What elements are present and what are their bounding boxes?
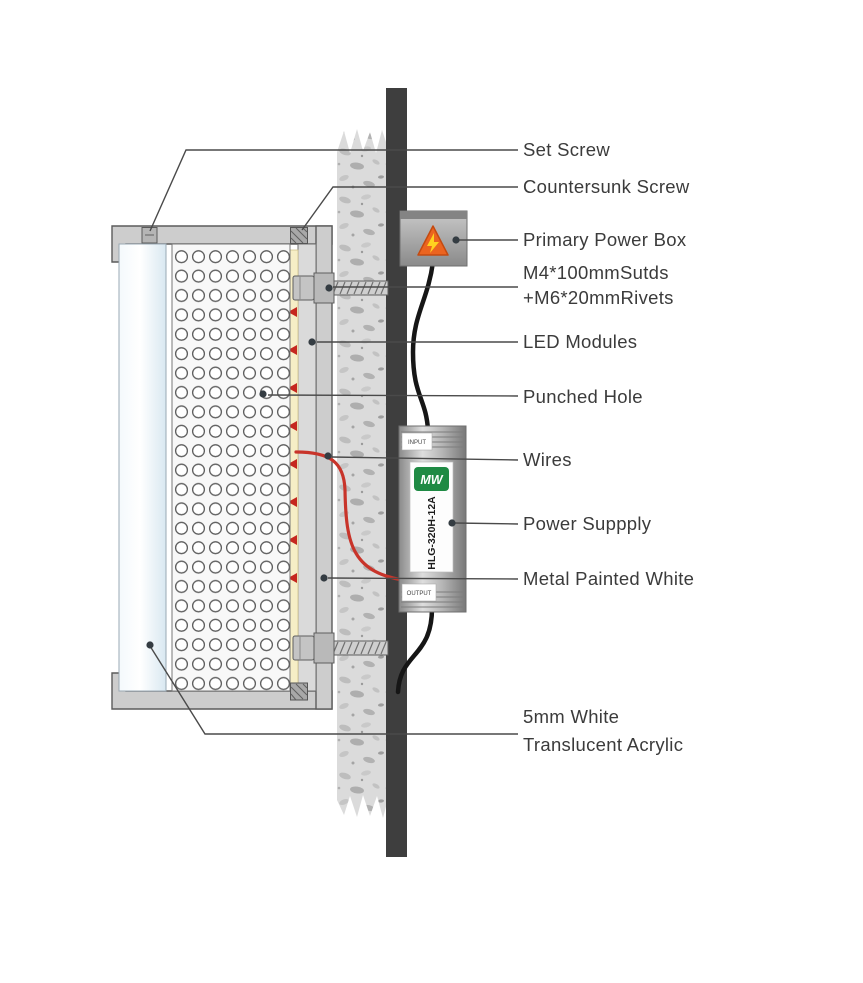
stud-bolt-bottom bbox=[292, 632, 389, 664]
leader-wires bbox=[331, 456, 519, 461]
leader-dot-studs bbox=[325, 284, 333, 292]
wire-black-output bbox=[395, 605, 435, 695]
label-led-modules: LED Modules bbox=[523, 331, 637, 352]
metal-back-panel bbox=[297, 243, 317, 692]
label-wires: Wires bbox=[523, 449, 572, 470]
brand-logo-text: MW bbox=[420, 473, 443, 487]
leader-dot-primary-power-box bbox=[452, 236, 460, 244]
countersunk-screw-top bbox=[290, 227, 308, 244]
stud-bolt-top bbox=[292, 272, 389, 304]
callout-labels: Set Screw Countersunk Screw Primary Powe… bbox=[523, 139, 694, 755]
label-acrylic-line2: Translucent Acrylic bbox=[523, 734, 683, 755]
leader-set-screw bbox=[149, 149, 518, 232]
countersunk-screw-bottom bbox=[290, 682, 308, 701]
leader-countersunk-screw bbox=[301, 186, 518, 231]
set-screw bbox=[141, 227, 158, 244]
psu-model-label: HLG-320H-12A bbox=[426, 496, 438, 570]
psu-output-label: OUTPUT bbox=[407, 591, 432, 597]
leader-metal-painted-white bbox=[327, 577, 519, 580]
punched-hole-panel bbox=[171, 243, 291, 692]
leader-dot-metal-painted-white bbox=[320, 574, 328, 582]
psu-output-tab bbox=[401, 583, 437, 602]
leader-dot-power-supply bbox=[448, 519, 456, 527]
acrylic-panel bbox=[118, 243, 167, 692]
leader-acrylic bbox=[149, 645, 518, 735]
wall-edge-panel bbox=[386, 88, 407, 857]
label-metal-painted-white: Metal Painted White bbox=[523, 568, 694, 589]
label-countersunk-screw: Countersunk Screw bbox=[523, 176, 690, 197]
leader-power-supply bbox=[454, 522, 519, 525]
label-studs-line2: +M6*20mmRivets bbox=[523, 287, 674, 308]
wall-section bbox=[337, 129, 388, 818]
wire-black-input bbox=[410, 259, 436, 433]
label-power-supply: Power Suppply bbox=[523, 513, 652, 534]
leader-dot-acrylic bbox=[146, 641, 154, 649]
leader-dot-wires bbox=[324, 452, 332, 460]
led-modules bbox=[288, 307, 297, 583]
leader-dot-punched-hole bbox=[259, 390, 267, 398]
psu-input-tab bbox=[401, 432, 433, 451]
leader-dot-led-modules bbox=[308, 338, 316, 346]
label-set-screw: Set Screw bbox=[523, 139, 610, 160]
label-primary-power-box: Primary Power Box bbox=[523, 229, 687, 250]
primary-power-box bbox=[399, 210, 468, 267]
power-supply-unit: MW HLG-320H-12A INPUT OUTPUT bbox=[398, 425, 467, 613]
leader-punched-hole bbox=[267, 394, 519, 397]
psu-input-label: INPUT bbox=[408, 440, 426, 446]
label-acrylic-line1: 5mm White bbox=[523, 706, 619, 727]
brand-logo bbox=[414, 467, 449, 491]
label-studs-line1: M4*100mmSutds bbox=[523, 262, 669, 283]
leader-lines bbox=[146, 149, 519, 735]
lightning-bolt-icon bbox=[427, 233, 439, 253]
label-punched-hole: Punched Hole bbox=[523, 386, 643, 407]
